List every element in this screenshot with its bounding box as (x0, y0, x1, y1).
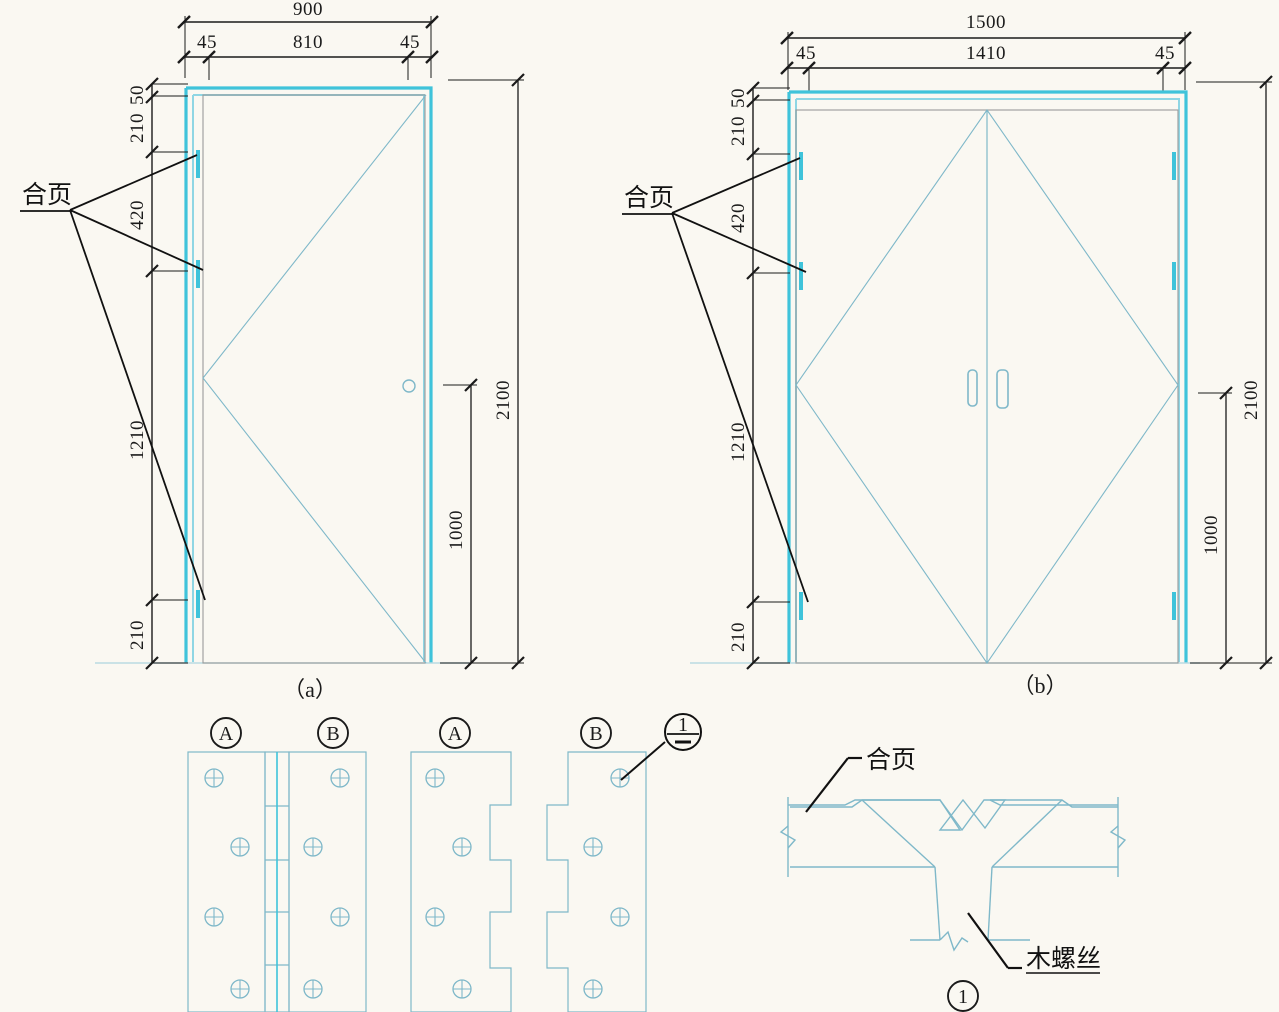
balloon-b-closed-circle (317, 717, 349, 749)
panel-b-right-jamb: 45 (1155, 43, 1175, 64)
panel-b-hinge-marks (799, 152, 1176, 620)
panel-a-overall-height: 2100 (493, 380, 514, 420)
hinge-open-right-leaf (546, 751, 647, 1012)
panel-b-top-seg-dim: 210 (728, 116, 749, 146)
hinge-detail-open: A B (410, 713, 702, 1012)
panel-b: 1500 45 1410 45 (622, 12, 1273, 698)
section-detail-tag: 1 (947, 980, 979, 1012)
section-detail-tag-number: 1 (958, 986, 968, 1008)
panel-a-left-jamb: 45 (197, 32, 217, 53)
panel-b-hinge-label: 合页 (624, 183, 674, 212)
panel-a-clear-width: 810 (293, 32, 323, 53)
hinge-closed-right-screws (303, 768, 350, 999)
panel-a-top-dimensions: 900 45 810 45 (177, 0, 439, 80)
panel-a-caption: （a） (283, 677, 337, 702)
panel-a-right-jamb: 45 (400, 32, 420, 53)
panel-a-hinge-label: 合页 (22, 180, 72, 209)
hinge-open-left-leaf (410, 751, 512, 1012)
panel-a-inner-height: 1000 (446, 510, 467, 550)
panel-a-left-dimensions: 50 210 420 1210 210 (127, 77, 188, 670)
panel-b-overall-width: 1500 (966, 12, 1006, 33)
section-hinge-label: 合页 (866, 745, 916, 774)
balloon-a-closed-label: A (219, 723, 234, 745)
panel-b-door-leaves (795, 109, 1179, 664)
panel-a-bottom-seg-dim: 210 (127, 620, 148, 650)
balloon-b-open-label: B (589, 723, 602, 745)
panel-a-overall-width: 900 (293, 0, 323, 20)
section-detail: 合页 木螺丝 1 (779, 745, 1127, 1012)
panel-a-top-seg-dim: 210 (127, 113, 148, 143)
section-hinge-profile (788, 798, 1118, 831)
panel-b-top-dimensions: 1500 45 1410 45 (780, 12, 1192, 92)
panel-b-overall-height: 2100 (1241, 380, 1262, 420)
panel-b-left-jamb: 45 (796, 43, 816, 64)
hinge-open-right-screws (583, 768, 630, 999)
panel-b-hinge-leaders: 合页 (622, 157, 809, 603)
panel-b-inner-height: 1000 (1201, 515, 1222, 555)
panel-a-head-dim: 50 (127, 85, 148, 105)
hinge-open-left-screws (425, 768, 472, 999)
panel-b-bottom-seg-dim: 210 (728, 622, 749, 652)
panel-b-right-dimensions: 2100 1000 (1190, 75, 1273, 670)
balloon-a-closed-circle (210, 717, 242, 749)
panel-b-clear-width: 1410 (966, 43, 1006, 64)
panel-a-hinge-gap-dim: 420 (127, 200, 148, 230)
panel-b-left-handle (967, 369, 978, 407)
hinge-closed-left-screws (204, 768, 250, 999)
section-screw-label: 木螺丝 (1026, 944, 1101, 973)
hinge-detail-closed: A B (187, 717, 367, 1012)
panel-b-mid-seg-dim: 1210 (728, 422, 749, 462)
detail-callout-circle (664, 713, 702, 751)
panel-a: 900 45 810 45 (20, 0, 525, 702)
balloon-b-closed-label: B (326, 723, 339, 745)
section-screw-leader: 木螺丝 (967, 912, 1101, 974)
panel-a-hinge-leaders: 合页 (20, 154, 206, 601)
panel-a-door-leaf (202, 94, 427, 664)
section-detail-tag-circle (947, 980, 979, 1012)
balloon-a-open-label: A (448, 723, 463, 745)
panel-b-left-dimensions: 50 210 420 1210 210 (728, 81, 790, 670)
balloon-b-open-circle (580, 717, 612, 749)
panel-a-mid-seg-dim: 1210 (127, 420, 148, 460)
panel-a-door-handle (402, 379, 416, 393)
panel-b-caption: （b） (1012, 673, 1067, 698)
panel-b-head-dim: 50 (728, 88, 749, 108)
panel-b-right-handle (996, 369, 1009, 409)
detail-callout-number: 1 (678, 714, 688, 736)
panel-b-hinge-gap-dim: 420 (728, 203, 749, 233)
detail-callout-1: 1 (620, 713, 702, 781)
section-hinge-leader: 合页 (805, 745, 916, 813)
panel-a-right-dimensions: 2100 1000 (440, 73, 525, 670)
balloon-a-open-circle (439, 717, 471, 749)
